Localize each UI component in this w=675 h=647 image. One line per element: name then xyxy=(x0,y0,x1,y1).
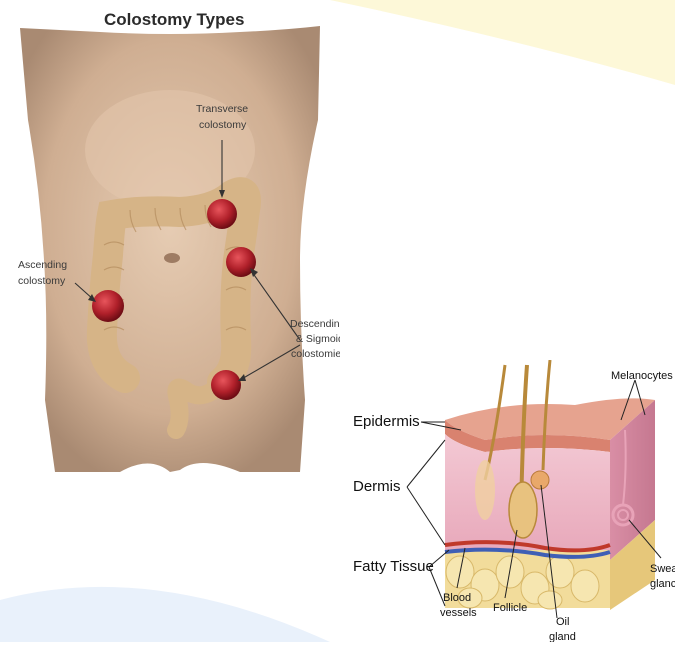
follicle-label: Follicle xyxy=(493,602,527,614)
descending-label-line3: colostomies xyxy=(291,348,340,360)
oil-gland-label-line2: gland xyxy=(549,631,576,642)
colostomy-illustration: Colostomy Types Transverse colostomy Asc… xyxy=(0,0,340,475)
sweat-gland-label-line2: glanc xyxy=(650,578,675,590)
melanocytes-label: Melanocytes xyxy=(611,370,673,382)
sigmoid-stoma xyxy=(211,370,241,400)
colostomy-diagram: Colostomy Types Transverse colostomy Asc… xyxy=(0,0,340,475)
oil-gland-label-line1: Oil xyxy=(556,616,569,628)
ascending-stoma xyxy=(92,290,124,322)
transverse-label-line1: Transverse xyxy=(196,103,248,115)
skin-cross-section: Epidermis Dermis Fatty Tissue Melanocyte… xyxy=(345,360,675,642)
ascending-label-line1: Ascending xyxy=(18,259,67,271)
ascending-label-line2: colostomy xyxy=(18,275,66,287)
epidermis-label: Epidermis xyxy=(353,413,420,430)
colostomy-title: Colostomy Types xyxy=(104,10,244,29)
dermis-label: Dermis xyxy=(353,478,401,495)
skin-block xyxy=(445,360,655,610)
descending-label-line1: Descending xyxy=(290,318,340,330)
transverse-stoma xyxy=(207,199,237,229)
descending-label-line2: & Sigmoid xyxy=(296,333,340,345)
transverse-label-line2: colostomy xyxy=(199,119,247,131)
blood-vessels-label-line1: Blood xyxy=(443,592,471,604)
fatty-tissue-label: Fatty Tissue xyxy=(353,558,434,575)
skin-layers-diagram: Epidermis Dermis Fatty Tissue Melanocyte… xyxy=(345,360,675,642)
blood-vessels-label-line2: vessels xyxy=(440,607,477,619)
sweat-gland-label-line1: Swea xyxy=(650,563,675,575)
